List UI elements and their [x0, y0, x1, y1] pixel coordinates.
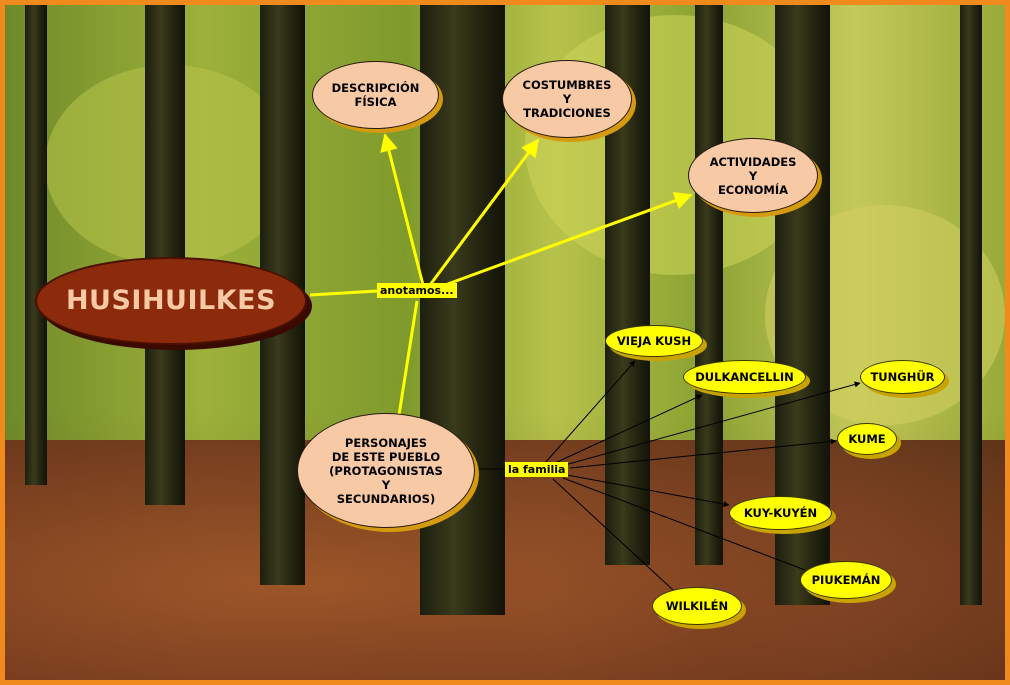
topic-line: TRADICIONES — [523, 106, 612, 120]
topic-line: ECONOMÍA — [710, 183, 797, 197]
topic-line: Y — [329, 478, 443, 492]
character-tunghur[interactable]: TUNGHÜR — [860, 360, 945, 394]
topic-line: Y — [523, 92, 612, 106]
character-label: DULKANCELLIN — [695, 370, 794, 384]
link-label-la-familia: la familia — [505, 462, 568, 477]
arrow-to-descripcion — [385, 135, 423, 285]
character-label: KUY-KUYÉN — [744, 506, 817, 520]
topic-line: COSTUMBRES — [523, 78, 612, 92]
topic-line: DESCRIPCIÓN — [332, 81, 420, 95]
link-to-wilkilen — [553, 479, 673, 590]
link-label-anotamos: anotamos... — [377, 283, 457, 298]
arrow-to-kume — [570, 441, 836, 468]
arrow-to-vieja-kush — [545, 361, 635, 463]
main-topic-husihuilkes[interactable]: HUSIHUILKES — [35, 257, 307, 345]
topic-actividades-economia[interactable]: ACTIVIDADES Y ECONOMÍA — [688, 138, 818, 213]
character-kume[interactable]: KUME — [837, 423, 897, 455]
character-label: WILKILÉN — [666, 599, 728, 613]
arrow-to-dulkancellin — [555, 395, 702, 463]
arrow-to-tunghur — [565, 383, 860, 465]
main-topic-label: HUSIHUILKES — [66, 294, 276, 308]
topic-line: PERSONAJES — [329, 436, 443, 450]
topic-line: (PROTAGONISTAS — [329, 464, 443, 478]
character-vieja-kush[interactable]: VIEJA KUSH — [605, 325, 703, 357]
topic-line: Y — [710, 169, 797, 183]
topic-line: ACTIVIDADES — [710, 155, 797, 169]
character-label: KUME — [848, 432, 885, 446]
character-piukeman[interactable]: PIUKEMÁN — [800, 561, 892, 599]
arrow-to-actividades — [445, 195, 691, 285]
arrow-to-costumbres — [430, 140, 538, 285]
topic-line: FÍSICA — [332, 95, 420, 109]
character-label: PIUKEMÁN — [812, 573, 881, 587]
topic-costumbres-tradiciones[interactable]: COSTUMBRES Y TRADICIONES — [502, 60, 632, 138]
topic-personajes[interactable]: PERSONAJES DE ESTE PUEBLO (PROTAGONISTAS… — [297, 413, 475, 528]
character-kuy-kuyen[interactable]: KUY-KUYÉN — [729, 496, 832, 530]
character-label: VIEJA KUSH — [617, 334, 691, 348]
character-label: TUNGHÜR — [870, 370, 934, 384]
link-to-personajes — [399, 301, 417, 415]
topic-line: DE ESTE PUEBLO — [329, 450, 443, 464]
character-wilkilen[interactable]: WILKILÉN — [652, 587, 742, 625]
topic-line: SECUNDARIOS) — [329, 492, 443, 506]
link-main-anotamos — [310, 291, 377, 295]
arrow-to-kuy-kuyen — [567, 475, 729, 505]
character-dulkancellin[interactable]: DULKANCELLIN — [683, 360, 806, 394]
topic-descripcion-fisica[interactable]: DESCRIPCIÓN FÍSICA — [312, 61, 439, 129]
